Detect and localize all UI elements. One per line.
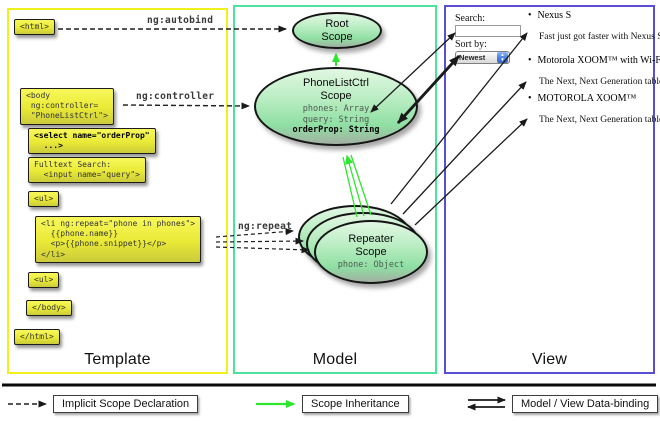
code-fulltext-search: Fulltext Search: <input name="query">: [28, 157, 146, 184]
prop-phone: phone: Object: [337, 260, 405, 270]
edge-label-repeat: ng:repeat: [238, 221, 293, 232]
phone-desc: Fast just got faster with Nexus S.: [539, 32, 660, 42]
prop-query: query: String: [302, 114, 370, 125]
sort-dropdown-value: Newest: [459, 53, 486, 62]
legend-data-binding: Model / View Data-binding: [512, 395, 659, 413]
template-column-label: Template: [84, 351, 151, 368]
sort-dropdown[interactable]: Newest ▲▼: [455, 51, 510, 64]
code-body-close: </body>: [26, 300, 72, 317]
prop-orderprop: orderProp: String: [292, 125, 380, 136]
code-html-open: <html>: [14, 19, 55, 36]
edge-label-autobind: ng:autobind: [147, 15, 214, 26]
search-label: Search:: [455, 13, 485, 24]
repeater-scope-title: Repeater Scope: [348, 233, 394, 258]
code-li-repeat: <li ng:repeat="phone in phones"> {{phone…: [35, 216, 202, 263]
sort-by-label: Sort by:: [455, 39, 487, 50]
repeater-scope-ellipse-front: Repeater Scope phone: Object: [314, 220, 428, 284]
bullet-icon: •: [528, 55, 532, 66]
bullet-icon: •: [528, 93, 532, 104]
repeater-scope-props: phone: Object: [338, 260, 405, 271]
phone-desc: The Next, Next Generation tablet.: [539, 115, 660, 125]
bullet-icon: •: [528, 10, 532, 21]
model-column: Model: [233, 5, 437, 374]
prop-phones: phones: Array: [302, 103, 370, 114]
code-ul-open: <ul>: [28, 191, 60, 208]
view-column-label: View: [531, 351, 568, 368]
phone-list-item: •Nexus S Fast just got faster with Nexus…: [528, 10, 660, 42]
code-select: <select name="orderProp" ...>: [28, 128, 156, 155]
code-body-open: <body ng:controller= "PhoneListCtrl">: [20, 88, 114, 125]
phone-title: •Motorola XOOM™ with Wi-Fi: [528, 55, 660, 66]
phone-title: •MOTOROLA XOOM™: [528, 93, 637, 104]
phonelistctrl-scope-title: PhoneListCtrl Scope: [302, 77, 370, 102]
root-scope-ellipse: Root Scope: [292, 12, 382, 49]
legend-implicit-scope: Implicit Scope Declaration: [53, 395, 199, 413]
phone-desc: The Next, Next Generation tablet.: [539, 77, 660, 87]
root-scope-title: Root Scope: [321, 18, 353, 43]
dropdown-stepper-icon: ▲▼: [497, 52, 508, 63]
phone-list-item: •MOTOROLA XOOM™ The Next, Next Generatio…: [528, 93, 660, 125]
model-column-label: Model: [312, 351, 358, 368]
search-input[interactable]: [455, 25, 521, 37]
code-html-close: </html>: [14, 329, 60, 346]
phone-title: •Nexus S: [528, 10, 572, 21]
edge-label-controller: ng:controller: [136, 91, 215, 102]
code-ul-close: <ul>: [28, 272, 60, 289]
phone-list-item: •Motorola XOOM™ with Wi-Fi The Next, Nex…: [528, 55, 660, 87]
legend-scope-inheritance: Scope Inheritance: [302, 395, 409, 413]
